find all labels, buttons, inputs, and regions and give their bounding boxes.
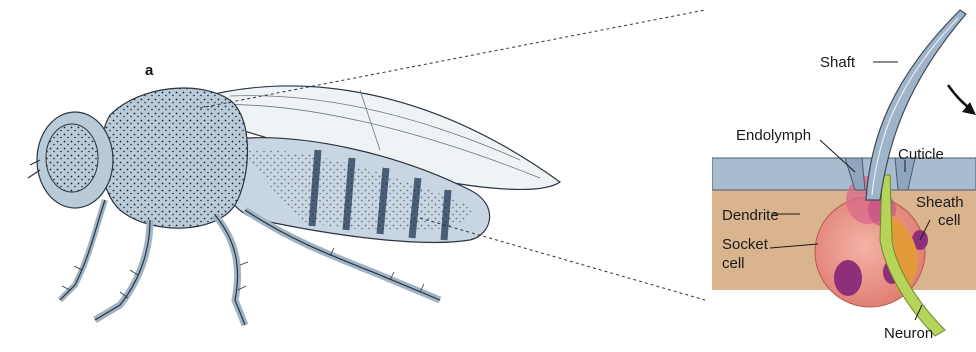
label-cuticle: Cuticle (898, 146, 944, 163)
thorax-bristles (101, 88, 248, 228)
label-endolymph: Endolymph (736, 127, 811, 144)
label-socket-line1: Socket (722, 236, 769, 253)
zoom-line-top (200, 10, 705, 108)
zoom-line-bottom (420, 218, 705, 300)
label-shaft: Shaft (820, 54, 856, 71)
label-socket-line2: cell (722, 255, 745, 272)
label-dendrite: Dendrite (722, 207, 779, 224)
socket-nucleus (834, 260, 862, 296)
label-sheath-line1: Sheath (916, 194, 964, 211)
panel-letter: a (145, 62, 154, 79)
label-sheath-line2: cell (938, 212, 961, 229)
compound-eye (46, 124, 98, 192)
label-neuron: Neuron (884, 325, 933, 342)
fly-illustration: a (28, 62, 560, 325)
